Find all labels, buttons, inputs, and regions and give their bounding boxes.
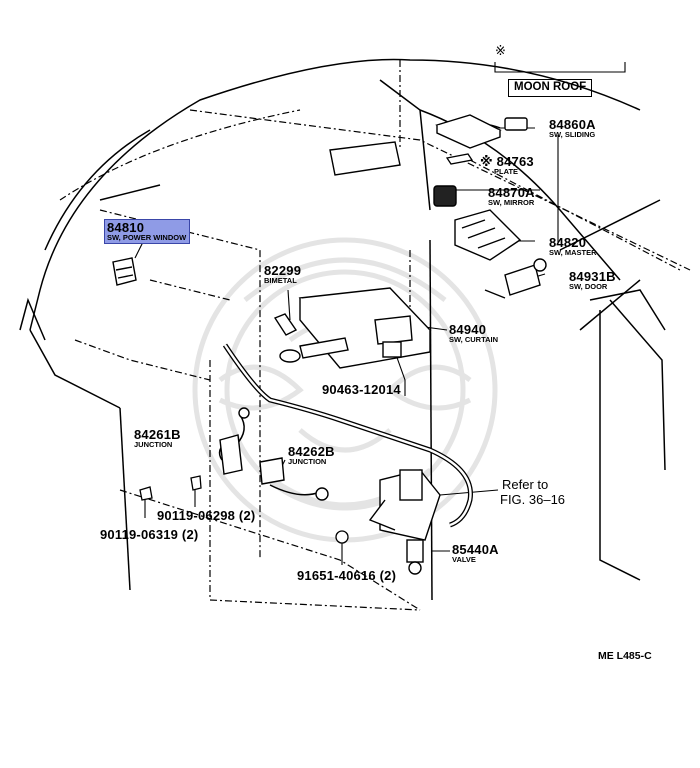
bolts	[139, 475, 349, 544]
vehicle-body-outline	[19, 58, 666, 601]
plate-part	[445, 153, 474, 165]
part-label-85440a: 85440A VALVE	[452, 543, 499, 564]
part-label-84262b: 84262B JUNCTION	[288, 445, 335, 466]
vent-box-part	[329, 141, 401, 176]
part-label-90463-12014: 90463-12014	[322, 382, 401, 397]
bimetal-part	[273, 313, 349, 359]
refer-line-2: FIG. 36–16	[500, 492, 566, 507]
part-label-84261b: 84261B JUNCTION	[134, 428, 181, 449]
junction-parts	[219, 407, 329, 501]
part-label-84940: 84940 SW, CURTAIN	[449, 323, 498, 344]
valve-part	[368, 469, 441, 575]
sliding-switch-part	[435, 114, 528, 149]
part-label-91651-40616: 91651-40616 (2)	[297, 568, 397, 583]
part-label-84763: ※ 84763 PLATE	[480, 155, 534, 176]
part-desc: BIMETAL	[264, 276, 297, 285]
part-number: 84820	[549, 235, 587, 250]
part-desc: PLATE	[494, 167, 519, 176]
part-number: 84860A	[549, 117, 596, 132]
part-desc: JUNCTION	[134, 440, 173, 449]
part-desc: VALVE	[452, 555, 476, 564]
part-label-84870a: 84870A SW, MIRROR	[488, 186, 535, 207]
door-switch-part	[484, 258, 547, 299]
figure-code: ME L485-C	[598, 650, 652, 662]
part-desc: SW, DOOR	[569, 282, 608, 291]
moon-roof-mark: ※	[495, 43, 506, 58]
hoses-inner	[224, 344, 472, 527]
part-desc: SW, MIRROR	[488, 198, 535, 207]
power-window-switch-part	[112, 257, 137, 286]
clamp-part	[279, 349, 301, 363]
part-label-90119-06298: 90119-06298 (2)	[157, 508, 256, 523]
part-desc: SW, MASTER	[549, 248, 597, 257]
part-desc: SW, CURTAIN	[449, 335, 499, 344]
part-label-82299: 82299 BIMETAL	[264, 264, 301, 285]
part-label-90119-06319: 90119-06319 (2)	[100, 527, 199, 542]
part-number: 84261B	[134, 427, 181, 442]
part-desc: SW, POWER WINDOW	[107, 233, 187, 242]
part-number: 85440A	[452, 542, 499, 557]
part-label-84810: 84810 SW, POWER WINDOW	[104, 219, 191, 244]
part-label-84931b: 84931B SW, DOOR	[569, 270, 616, 291]
part-number: 82299	[264, 263, 302, 278]
master-switch-part	[454, 209, 522, 261]
part-label-84820: 84820 SW, MASTER	[549, 236, 597, 257]
part-number: ※ 84763	[480, 154, 534, 169]
refer-note: Refer to FIG. 36–16	[500, 478, 565, 506]
mirror-switch-part	[433, 185, 457, 207]
part-desc: SW, SLIDING	[549, 130, 596, 139]
part-number: 84810	[107, 220, 145, 235]
part-label-84860a: 84860A SW, SLIDING	[549, 118, 596, 139]
part-number: 84262B	[288, 444, 335, 459]
part-number: 84940	[449, 322, 487, 337]
part-number: 84870A	[488, 185, 535, 200]
moon-roof-box: MOON ROOF	[508, 79, 593, 97]
refer-line-1: Refer to	[502, 477, 549, 492]
part-desc: JUNCTION	[288, 457, 327, 466]
part-number: 84931B	[569, 269, 616, 284]
